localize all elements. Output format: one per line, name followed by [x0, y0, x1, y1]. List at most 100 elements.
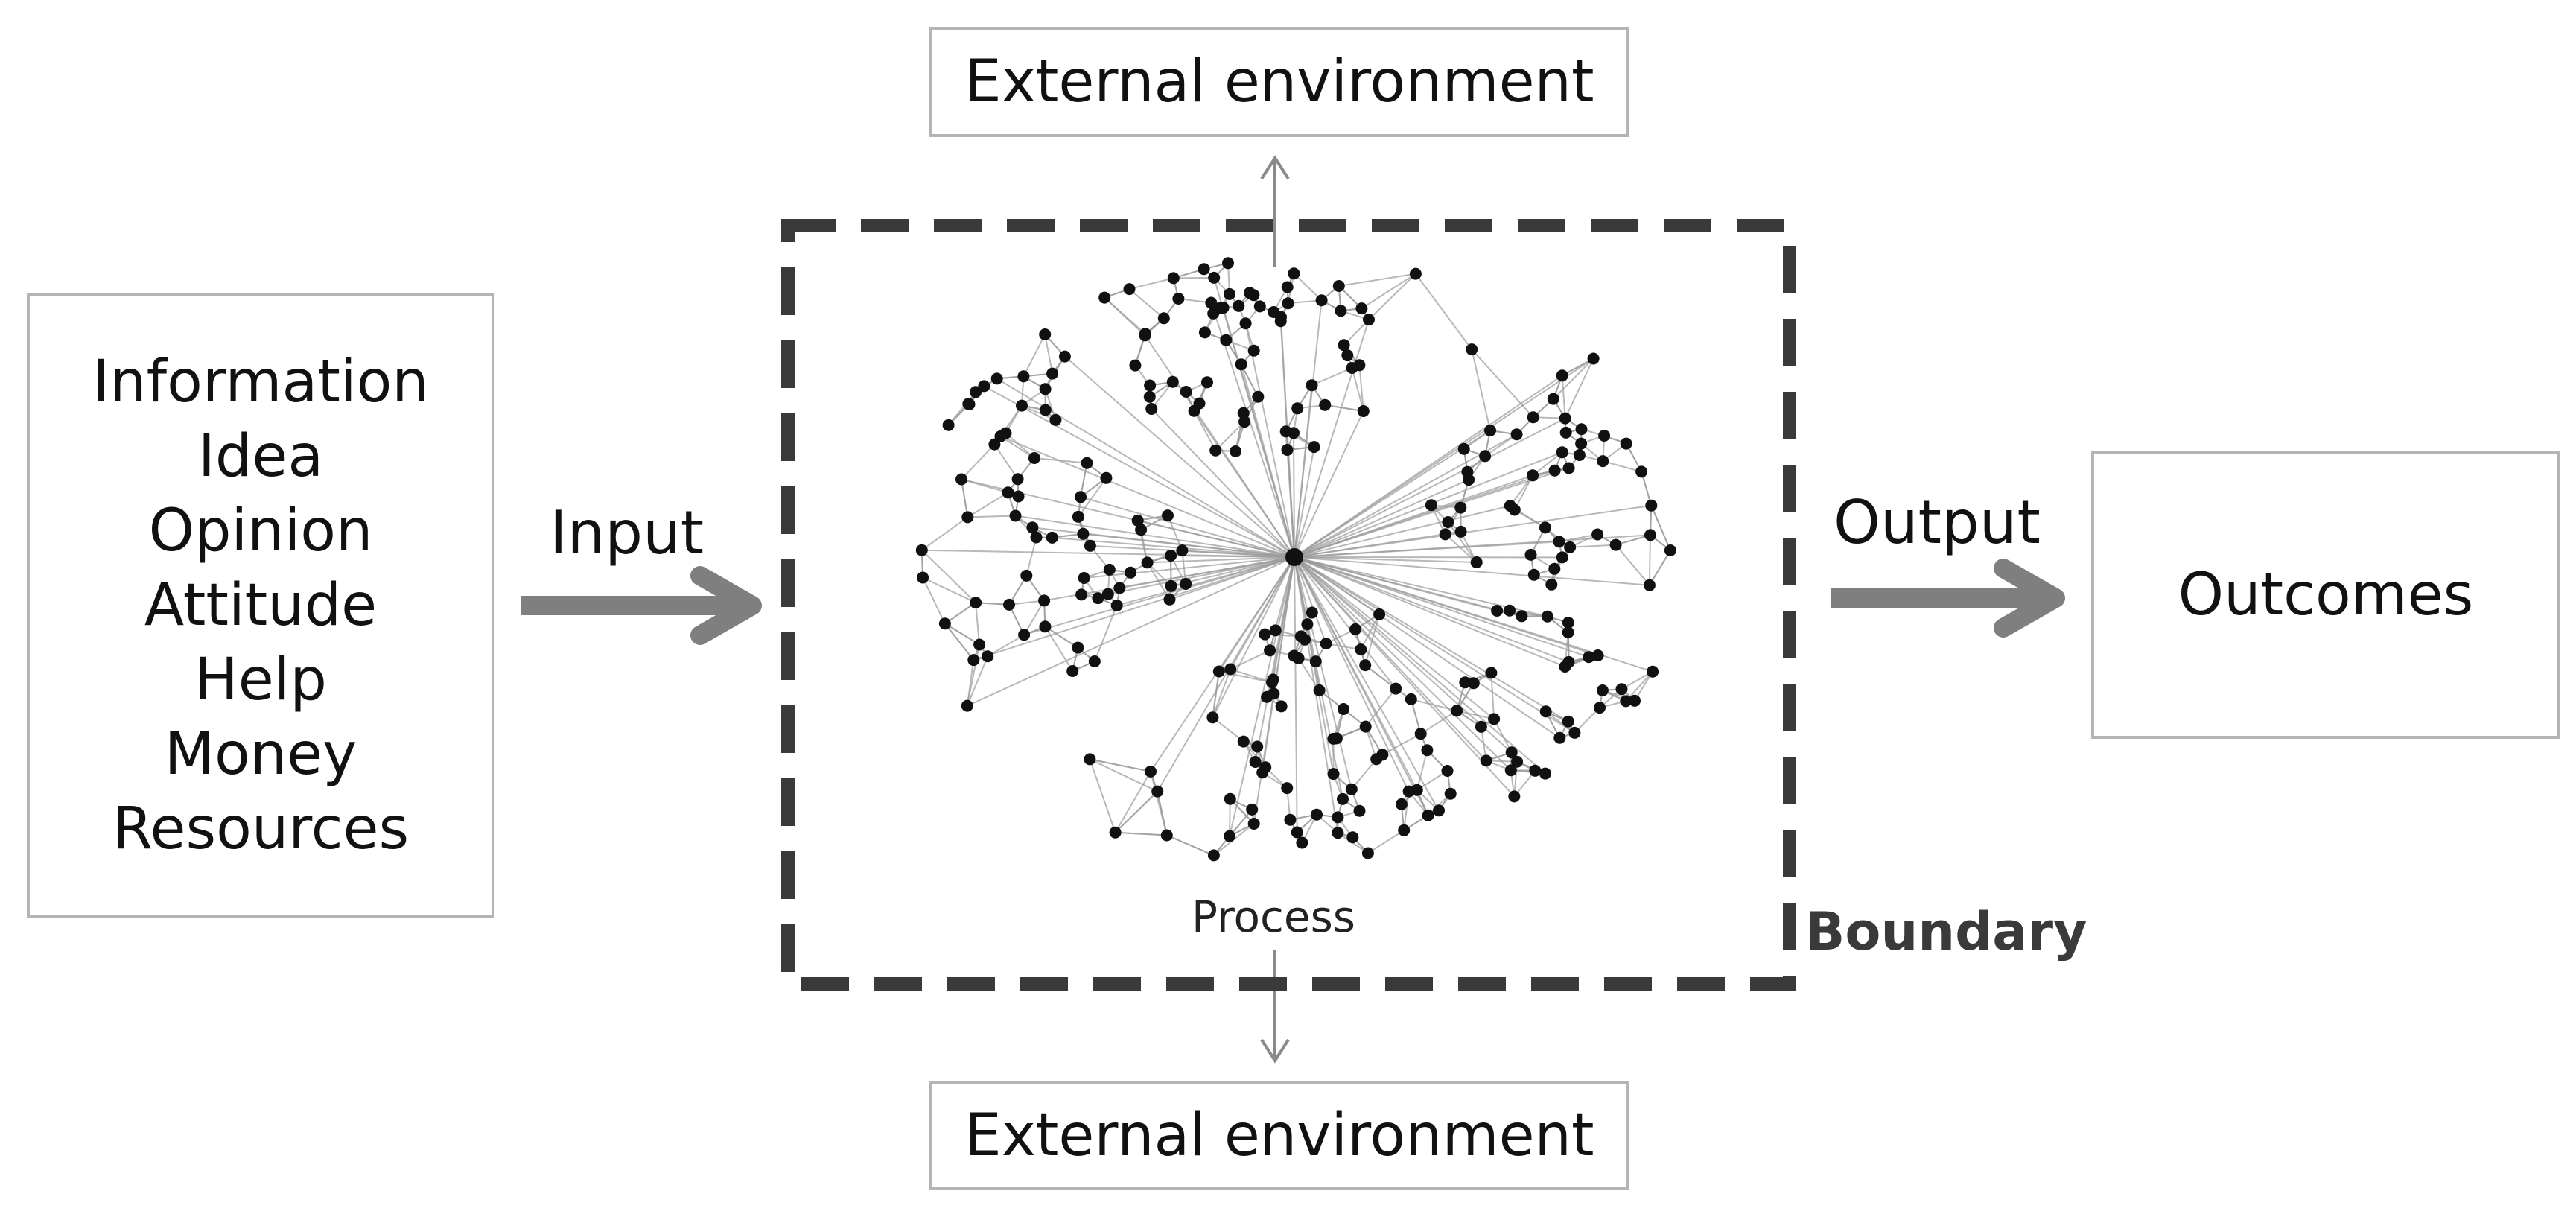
outcomes-label: Outcomes: [2178, 562, 2474, 629]
network-node: [1110, 600, 1123, 611]
network-edge: [1294, 319, 1370, 558]
network-node: [1647, 665, 1659, 678]
network-node: [1629, 694, 1641, 707]
external-environment-top-label: External environment: [964, 48, 1594, 115]
network-node: [1220, 334, 1233, 346]
network-node: [1198, 263, 1210, 276]
network-edge: [1294, 357, 1594, 558]
network-node: [1556, 369, 1568, 382]
network-node: [938, 617, 951, 630]
network-edge: [983, 385, 1295, 558]
network-node: [1167, 272, 1180, 285]
network-node: [1527, 568, 1540, 581]
network-edge: [1364, 664, 1396, 690]
network-node: [1488, 713, 1501, 725]
network-node: [1405, 693, 1417, 705]
network-node: [1281, 281, 1294, 293]
network-node: [961, 511, 974, 524]
network-edge: [1493, 718, 1513, 753]
network-node: [1233, 299, 1245, 312]
network-node: [1193, 397, 1206, 410]
network-edge: [1023, 334, 1046, 377]
network-node: [1524, 548, 1537, 561]
network-node: [1539, 521, 1551, 534]
network-node: [1275, 700, 1288, 713]
network-node: [1562, 715, 1574, 728]
network-node: [1145, 765, 1157, 778]
network-node: [1485, 667, 1498, 679]
network-node: [1568, 726, 1581, 739]
network-node: [1098, 291, 1111, 304]
network-edge: [1166, 834, 1215, 857]
network-node: [1463, 474, 1475, 486]
network-edge: [1084, 556, 1295, 579]
network-edge: [1294, 556, 1650, 586]
network-node: [1088, 655, 1101, 667]
network-edge: [1025, 537, 1037, 576]
network-node: [967, 654, 980, 667]
network-node: [1269, 624, 1282, 637]
network-node: [1425, 499, 1437, 512]
network-node: [1291, 826, 1303, 839]
network-node: [1230, 445, 1242, 457]
network-node: [1145, 403, 1158, 415]
network-edge: [1294, 417, 1566, 558]
input-item-resources: Resources: [112, 795, 410, 862]
network-node: [1143, 390, 1156, 403]
network-node: [1301, 618, 1314, 631]
network-node: [1597, 455, 1609, 468]
network-edge: [1212, 556, 1295, 718]
network-node: [1587, 352, 1600, 365]
network-node: [1562, 617, 1574, 629]
network-node: [1259, 761, 1272, 774]
network-node: [1311, 808, 1323, 821]
output-arrow: [1831, 559, 2065, 638]
network-node: [1109, 826, 1122, 839]
network-node: [1212, 665, 1225, 678]
network-node: [1504, 604, 1516, 617]
network-edge: [1351, 367, 1364, 412]
network-node: [1327, 768, 1340, 781]
network-node: [1454, 525, 1467, 538]
network-edge: [1078, 477, 1107, 518]
network-node: [1253, 300, 1266, 313]
network-node: [1039, 383, 1052, 395]
network-node: [1139, 328, 1151, 340]
network-edge: [1456, 710, 1495, 720]
outcomes-box: Outcomes: [2091, 451, 2560, 739]
network-node: [1341, 349, 1354, 362]
network-node: [1259, 628, 1271, 641]
network-edge: [1173, 276, 1215, 279]
network-node: [1421, 744, 1434, 757]
network-edge: [1559, 533, 1598, 543]
network-node: [1172, 293, 1185, 305]
network-node: [1539, 767, 1551, 780]
network-edge: [1294, 556, 1513, 754]
network-node: [1414, 728, 1427, 740]
network-edge: [1368, 273, 1416, 320]
network-node: [1645, 499, 1658, 512]
network-edge: [947, 391, 976, 426]
network-edge: [921, 549, 976, 603]
network-node: [1281, 782, 1294, 795]
network-node: [917, 571, 929, 584]
network-node: [1441, 765, 1454, 777]
network-node: [982, 650, 994, 663]
network-edge: [1212, 671, 1220, 718]
network-node: [1208, 271, 1221, 284]
network-node: [1479, 450, 1492, 463]
network-node: [1046, 531, 1058, 544]
network-node: [1308, 441, 1320, 454]
network-edge: [1311, 367, 1352, 387]
network-edge: [1222, 307, 1295, 558]
network-node: [1355, 643, 1367, 656]
network-edge: [944, 623, 975, 661]
network-node: [1224, 287, 1235, 300]
network-edge: [1615, 534, 1651, 546]
network-node: [970, 386, 982, 398]
network-node: [1457, 442, 1470, 455]
network-edge: [1509, 474, 1533, 506]
network-edge: [1294, 505, 1511, 558]
network-node: [1046, 367, 1059, 380]
network-edge: [1294, 556, 1429, 816]
